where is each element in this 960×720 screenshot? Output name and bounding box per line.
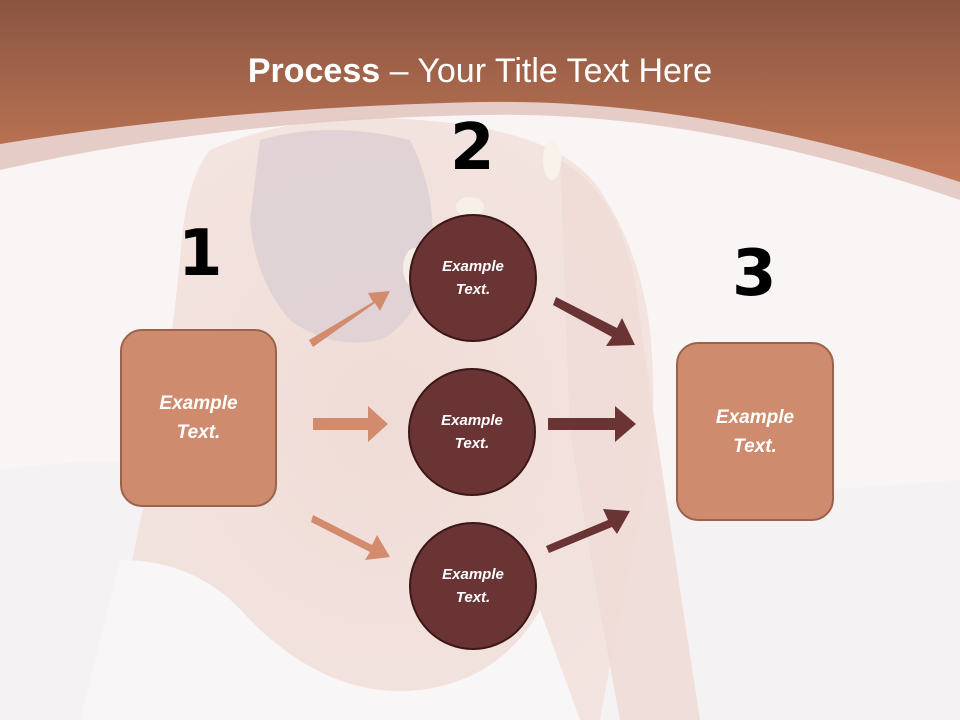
title-strong: Process <box>247 52 381 90</box>
step-2-circle-bottom[interactable]: Example Text. <box>409 522 537 650</box>
step-1-line2: Text. <box>176 422 221 443</box>
step-number-2: 2 <box>450 111 495 185</box>
arrows-to-step-3 <box>546 297 636 553</box>
step-2-circle-middle[interactable]: Example Text. <box>408 368 536 496</box>
slide-title: Process – Your Title Text Here <box>0 52 960 91</box>
circle-line1: Example <box>442 566 504 583</box>
circle-line1: Example <box>441 412 503 429</box>
arrows-to-step-2 <box>309 291 390 560</box>
step-2-circle-top[interactable]: Example Text. <box>409 214 537 342</box>
title-rest: – Your Title Text Here <box>380 52 713 90</box>
circle-line2: Text. <box>455 281 491 298</box>
step-3-box[interactable]: Example Text. <box>676 342 834 521</box>
step-number-3: 3 <box>732 237 777 311</box>
step-1-line1: Example <box>159 393 238 414</box>
step-1-box[interactable]: Example Text. <box>120 329 277 507</box>
step-3-line1: Example <box>715 406 795 428</box>
step-number-1: 1 <box>178 217 223 291</box>
circle-line2: Text. <box>454 435 490 452</box>
circle-line1: Example <box>442 258 504 275</box>
circle-line2: Text. <box>455 589 491 606</box>
step-3-line2: Text. <box>733 435 777 457</box>
